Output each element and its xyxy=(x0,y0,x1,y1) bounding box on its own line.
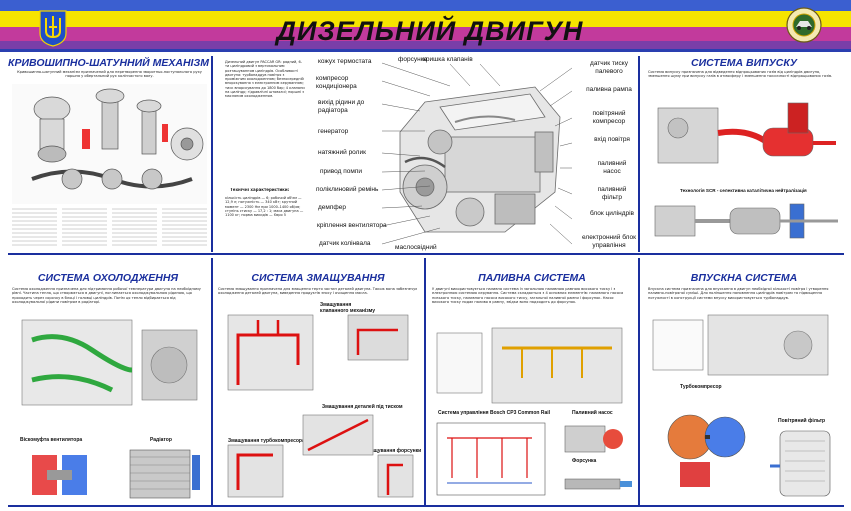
auto-badge-icon xyxy=(786,7,822,43)
header-stripe-yellow xyxy=(0,11,851,27)
scr-caption: Технологія SCR - селективна каталітична … xyxy=(680,188,807,193)
callout-air-compressor: повітряний компресор xyxy=(592,110,626,125)
lube-turbo-caption: Змащування турбокомпресора xyxy=(228,438,305,444)
header-stripe-blue-bottom xyxy=(0,49,851,52)
lube-panel-title: СИСТЕМА ЗМАЩУВАННЯ xyxy=(251,272,385,284)
turbocharger-illustration xyxy=(667,414,746,487)
callout-air-intake: вхід повітря xyxy=(594,136,630,143)
callout-fuel-filter: паливний фільтр xyxy=(597,186,627,201)
callout-ac-compressor: компресор кондиціонера xyxy=(316,75,357,90)
callout-lines xyxy=(381,62,573,245)
fuel-panel-text: У двигуні використовується паливна систе… xyxy=(432,287,624,304)
exhaust-panel-title: СИСТЕМА ВИПУСКУ xyxy=(691,57,797,69)
air-filter-caption: Повітряний фільтр xyxy=(778,418,826,424)
divider xyxy=(638,56,640,252)
fuel-panel-title: ПАЛИВНА СИСТЕМА xyxy=(478,272,586,284)
callout-pump-drive: привод помпи xyxy=(320,168,362,175)
header-stripe-blue xyxy=(0,0,851,11)
callout-ecu: електронний блок управління xyxy=(582,234,636,249)
exhaust-system-illustration xyxy=(657,102,836,164)
callout-crank-sensor: датчик колінвала xyxy=(319,240,371,247)
callout-injector: форсунка xyxy=(398,56,428,63)
fuel-pump-caption: Паливний насос xyxy=(572,410,613,416)
radiator-illustration xyxy=(129,449,200,499)
turbocharger-caption: Турбокомпресор xyxy=(680,384,722,390)
engine-description-text: Дизельний двигун PACCAR GR: рядний, 6-ти… xyxy=(225,60,305,99)
trident-emblem-icon xyxy=(39,10,67,47)
divider xyxy=(211,56,213,252)
diesel-engine-illustration xyxy=(385,72,570,242)
engine-specs-text: кількість циліндрів — 6; робочий об'єм —… xyxy=(225,196,304,218)
cooling-panel-text: Система охолодження призначена для підтр… xyxy=(12,287,201,304)
callout-tensioner: натяжний ролик xyxy=(318,149,366,156)
common-rail-diagram xyxy=(436,422,546,496)
callout-fuel-pressure-sensor: датчик тиску палевого xyxy=(590,60,628,75)
crank-panel-title: КРИВОШИПНО-ШАТУННИЙ МЕХАНІЗМ xyxy=(8,57,209,69)
fuel-pump-illustration xyxy=(564,425,623,453)
lubrication-illustration xyxy=(227,314,409,391)
fan-clutch-illustration xyxy=(32,455,87,495)
fuel-bosch-caption: Система управління Bosch CP3 Common Rail xyxy=(438,410,550,416)
cooling-parts-list xyxy=(12,424,207,436)
fuel-system-illustration xyxy=(436,327,623,404)
intake-panel-text: Впускна система призначена для впускання… xyxy=(648,287,829,300)
callout-thermostat-housing: кожух термостата xyxy=(318,58,372,65)
callout-cylinder-block: блок циліндрів xyxy=(589,210,635,217)
divider xyxy=(638,258,640,506)
radiator-caption: Радіатор xyxy=(150,437,172,443)
injector-illustration xyxy=(564,478,632,490)
callout-dipstick: маслосвідний xyxy=(395,244,437,251)
callout-serpentine-belt: поліклиновий ремінь xyxy=(316,186,379,193)
callout-valve-cover: кришка клапанів xyxy=(423,56,473,63)
air-filter-illustration xyxy=(770,430,831,497)
callout-fuel-pump: паливний насос xyxy=(597,160,627,175)
lube-valve-caption: Змащування клапанного механізму xyxy=(320,302,376,314)
callout-damper: демпфер xyxy=(318,204,346,211)
engine-specs-title: Технічні характеристики: xyxy=(230,188,290,192)
crank-panel-text: Кривошипно-шатунний механізм призначений… xyxy=(17,70,202,79)
callout-fan-mount: кріплення вентилятора xyxy=(317,222,387,229)
intake-panel-title: ВПУСКНА СИСТЕМА xyxy=(690,272,798,284)
cooling-panel-title: СИСТЕМА ОХОЛОДЖЕННЯ xyxy=(37,272,179,284)
crank-parts-list xyxy=(12,207,207,249)
crank-mechanism-illustration xyxy=(12,84,207,204)
lube-injector-caption: Змащування форсунки xyxy=(364,448,422,454)
header-stripe-purple xyxy=(0,41,851,49)
lube-details-illustration xyxy=(227,414,414,498)
lube-pressure-caption: Змащування деталей під тиском xyxy=(322,404,403,410)
page-title: ДИЗЕЛЬНИЙ ДВИГУН xyxy=(276,16,584,46)
intake-system-illustration xyxy=(652,314,829,376)
callout-alternator: генератор xyxy=(318,128,349,135)
divider xyxy=(211,258,213,506)
divider xyxy=(8,253,844,255)
cooling-system-illustration xyxy=(21,319,198,406)
divider xyxy=(424,258,426,506)
callout-fuel-rail: паливна рампа xyxy=(586,86,632,93)
callout-coolant-outlet: вихід рідини до радіатора xyxy=(318,99,365,114)
header-stripe-magenta xyxy=(0,27,851,41)
scr-illustration xyxy=(654,203,838,239)
fan-clutch-caption: Віскомуфта вентилятора xyxy=(20,437,83,443)
exhaust-panel-text: Система випуску призначена для відведенн… xyxy=(648,70,833,79)
fuel-injector-caption: Форсунка xyxy=(572,458,597,464)
lube-panel-text: Система змащування призначена для змащен… xyxy=(218,287,418,296)
divider xyxy=(8,505,844,507)
